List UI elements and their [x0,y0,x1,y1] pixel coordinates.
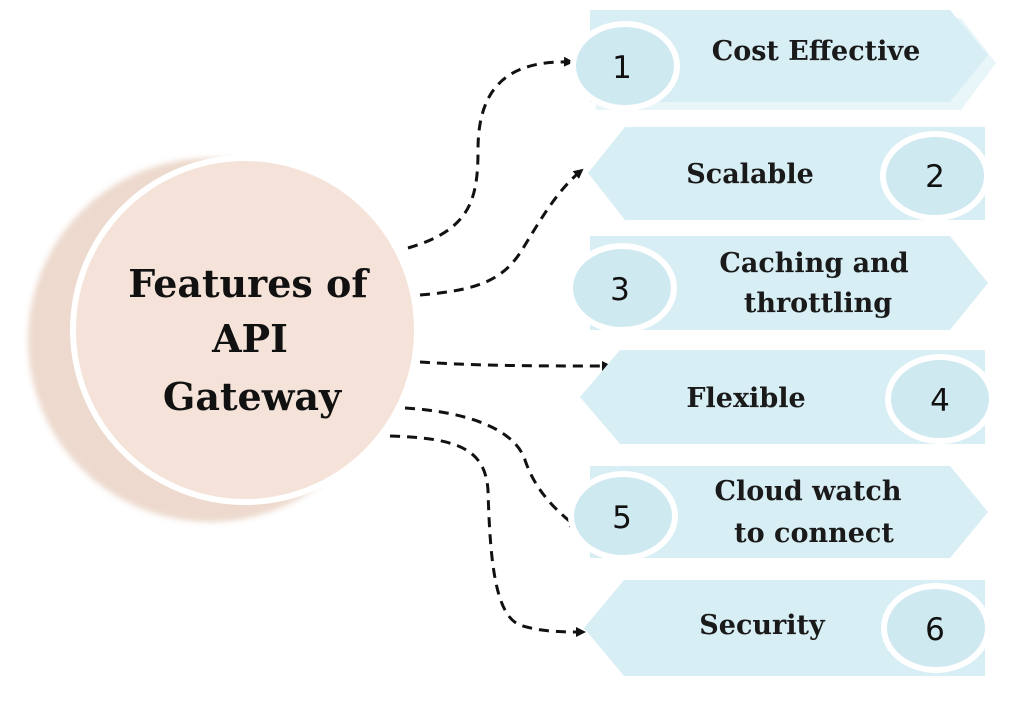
feature-label: Flexible [686,383,805,414]
feature-label-line-2: to connect [734,518,894,549]
number-badge [568,471,678,561]
feature-banner-3: 3 Caching and throttling [567,236,988,333]
number-badge [885,354,995,444]
connector-5 [404,406,580,530]
center-title-line-3: Gateway [163,374,342,419]
feature-label-line-2: throttling [744,288,892,319]
number-badge [881,583,991,673]
banner-shape [590,236,988,330]
center-title-line-1: Features of [128,261,370,306]
feature-banner-2: 2 Scalable [588,127,990,221]
feature-number: 3 [610,272,630,308]
connector-6 [389,434,586,637]
center-node-circle [70,155,420,505]
connector-2 [419,168,584,297]
feature-label-line-1: Caching and [719,248,908,279]
banner-shape [590,466,988,558]
feature-banner-6: 6 Security [584,580,991,676]
connector-4 [419,360,612,371]
feature-number: 2 [925,159,945,195]
feature-label: Security [699,610,826,641]
center-node: Features of API Gateway [28,155,420,522]
number-badge [570,21,680,111]
connector-1 [407,56,574,250]
feature-number: 1 [612,50,632,86]
feature-number: 4 [930,383,950,419]
number-badge [567,243,677,333]
connectors [389,56,612,637]
center-title-line-2: API [211,316,288,361]
number-badge [880,131,990,221]
feature-label: Scalable [686,159,814,190]
feature-label: Cost Effective [712,36,921,67]
feature-banner-5: 5 Cloud watch to connect [568,466,988,561]
feature-number: 5 [612,500,632,536]
feature-label-line-1: Cloud watch [715,476,902,507]
feature-banner-4: 4 Flexible [580,350,995,444]
banner-shape [588,127,985,220]
banner-shape [590,10,988,102]
banner-shape [584,580,985,676]
feature-number: 6 [925,612,945,648]
banner-shape [580,350,985,444]
feature-banner-1: 1 Cost Effective [570,10,996,111]
